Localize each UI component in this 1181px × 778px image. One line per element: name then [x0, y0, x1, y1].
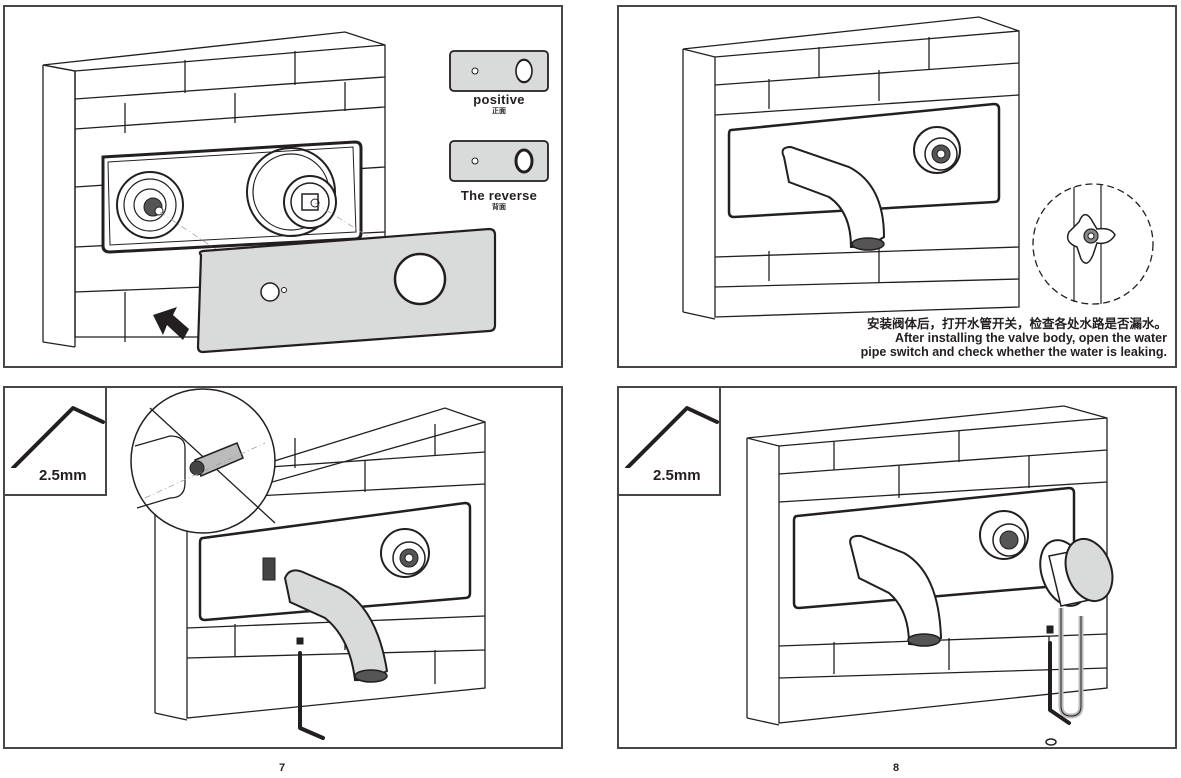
cover-plate-installation-illustration	[42, 31, 549, 354]
leak-check-note-cn: 安装阀体后，打开水管开关，检查各处水路是否漏水。	[866, 317, 1167, 331]
tool-callout: 2.5mm	[5, 388, 107, 496]
leak-check-note-en-1: After installing the valve body, open th…	[894, 331, 1167, 345]
cover-plate	[196, 227, 497, 354]
spout	[849, 534, 943, 646]
positive-label-cn: 正面	[492, 108, 506, 115]
tool-size-label: 2.5mm	[653, 467, 701, 484]
leak-check-note-en-2: pipe switch and check whether the water …	[860, 345, 1167, 359]
step-3-panel: 2.5mm	[3, 386, 563, 749]
valve-mounting-plate	[101, 140, 363, 254]
arrow-icon	[153, 307, 189, 340]
detail-magnifier	[130, 388, 276, 534]
positive-label: positive	[473, 92, 525, 107]
faucet-plate	[198, 501, 472, 683]
hex-key-icon	[1048, 641, 1071, 725]
hex-key-icon	[625, 406, 719, 468]
spout	[283, 569, 389, 682]
faucet-plate	[727, 102, 1001, 251]
hex-key-icon	[298, 651, 325, 740]
hex-key-icon	[11, 406, 105, 468]
tool-size-label: 2.5mm	[39, 467, 87, 484]
leak-check-illustration	[682, 16, 1154, 320]
detail-magnifier	[1032, 183, 1154, 305]
tool-callout: 2.5mm	[619, 388, 721, 496]
reverse-side-diagram	[449, 140, 549, 182]
spout-installation-illustration	[130, 388, 486, 740]
spout	[781, 145, 886, 249]
set-screw	[1045, 738, 1057, 746]
handle-knob	[1039, 538, 1114, 719]
positive-side-diagram	[449, 50, 549, 92]
step-1-panel: positive 正面 The reverse 背面	[3, 5, 563, 368]
faucet-plate	[792, 486, 1076, 647]
reverse-label: The reverse	[460, 188, 538, 203]
reverse-label-cn: 背面	[492, 204, 506, 211]
page-number-left: 7	[279, 762, 286, 774]
page-number-right: 8	[893, 762, 900, 774]
handle-installation-illustration	[746, 405, 1114, 746]
step-4-panel: 2.5mm	[617, 386, 1177, 749]
step-2-panel: 安装阀体后，打开水管开关，检查各处水路是否漏水。 After installin…	[617, 5, 1177, 368]
